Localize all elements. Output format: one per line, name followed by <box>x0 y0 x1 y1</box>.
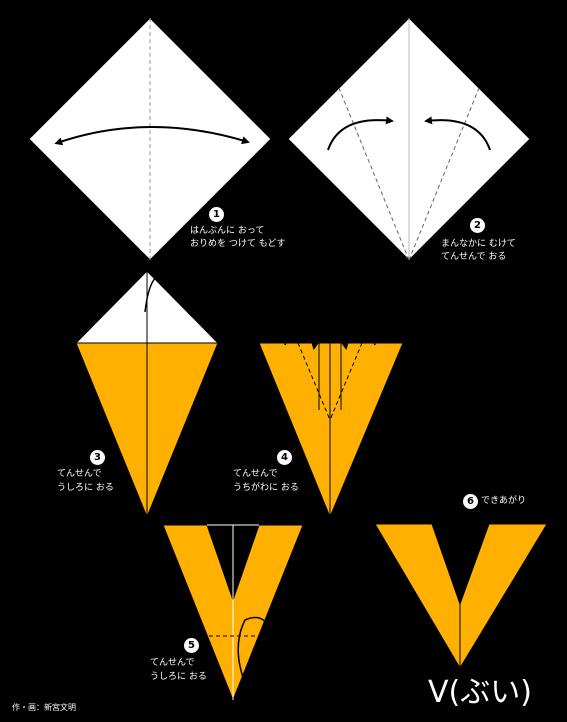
step4-diagram <box>258 328 404 519</box>
step3-diagram <box>72 270 222 519</box>
step5-fold-arrow <box>237 616 273 692</box>
step2-instruction-line1: まんなかに むけて <box>441 239 516 249</box>
step2-right-dashed-fold <box>408 87 480 261</box>
result-title: V(ぶい) <box>428 675 532 710</box>
step3-number-badge: 3 <box>90 450 105 465</box>
step6-diagram <box>374 523 548 669</box>
step5-diagram <box>162 524 304 702</box>
step3-instruction-line1: てんせんで <box>57 469 102 479</box>
step5-instruction-line1: てんせんで <box>150 658 195 668</box>
step4-instruction-line1: てんせんで <box>233 469 278 479</box>
step1-instruction-line1: はんぶんに おって <box>190 226 265 236</box>
step4-instruction-line2: うちがわに おる <box>233 483 299 493</box>
step1-diagram <box>28 17 272 261</box>
step4-kite-body <box>258 342 404 519</box>
step3-instruction-line2: うしろに おる <box>57 483 114 493</box>
step1-fold-arrow <box>54 126 250 146</box>
credit-text: 作・画：新宮文明 <box>12 703 76 712</box>
step2-left-dashed-fold <box>338 87 410 261</box>
step5-instruction-line2: うしろに おる <box>150 672 207 682</box>
step2-left-arrow <box>327 116 394 151</box>
step6-v-shape <box>374 523 548 669</box>
step5-number-badge: 5 <box>184 638 199 653</box>
step6-instruction: できあがり <box>481 496 527 506</box>
step2-number-badge: 2 <box>470 218 485 233</box>
step2-instruction-line2: てんせんで おる <box>441 252 507 262</box>
step4-number-badge: 4 <box>277 450 292 465</box>
step2-right-arrow <box>424 116 491 151</box>
step2-diagram <box>287 17 531 261</box>
step4-left-arrow <box>284 328 319 350</box>
step1-number-badge: 1 <box>209 207 224 222</box>
step3-fold-arrow <box>144 273 185 313</box>
step1-instruction-line2: おりめを つけて もどす <box>190 239 286 249</box>
step4-right-arrow <box>341 328 376 350</box>
step6-number-badge: 6 <box>463 494 478 509</box>
